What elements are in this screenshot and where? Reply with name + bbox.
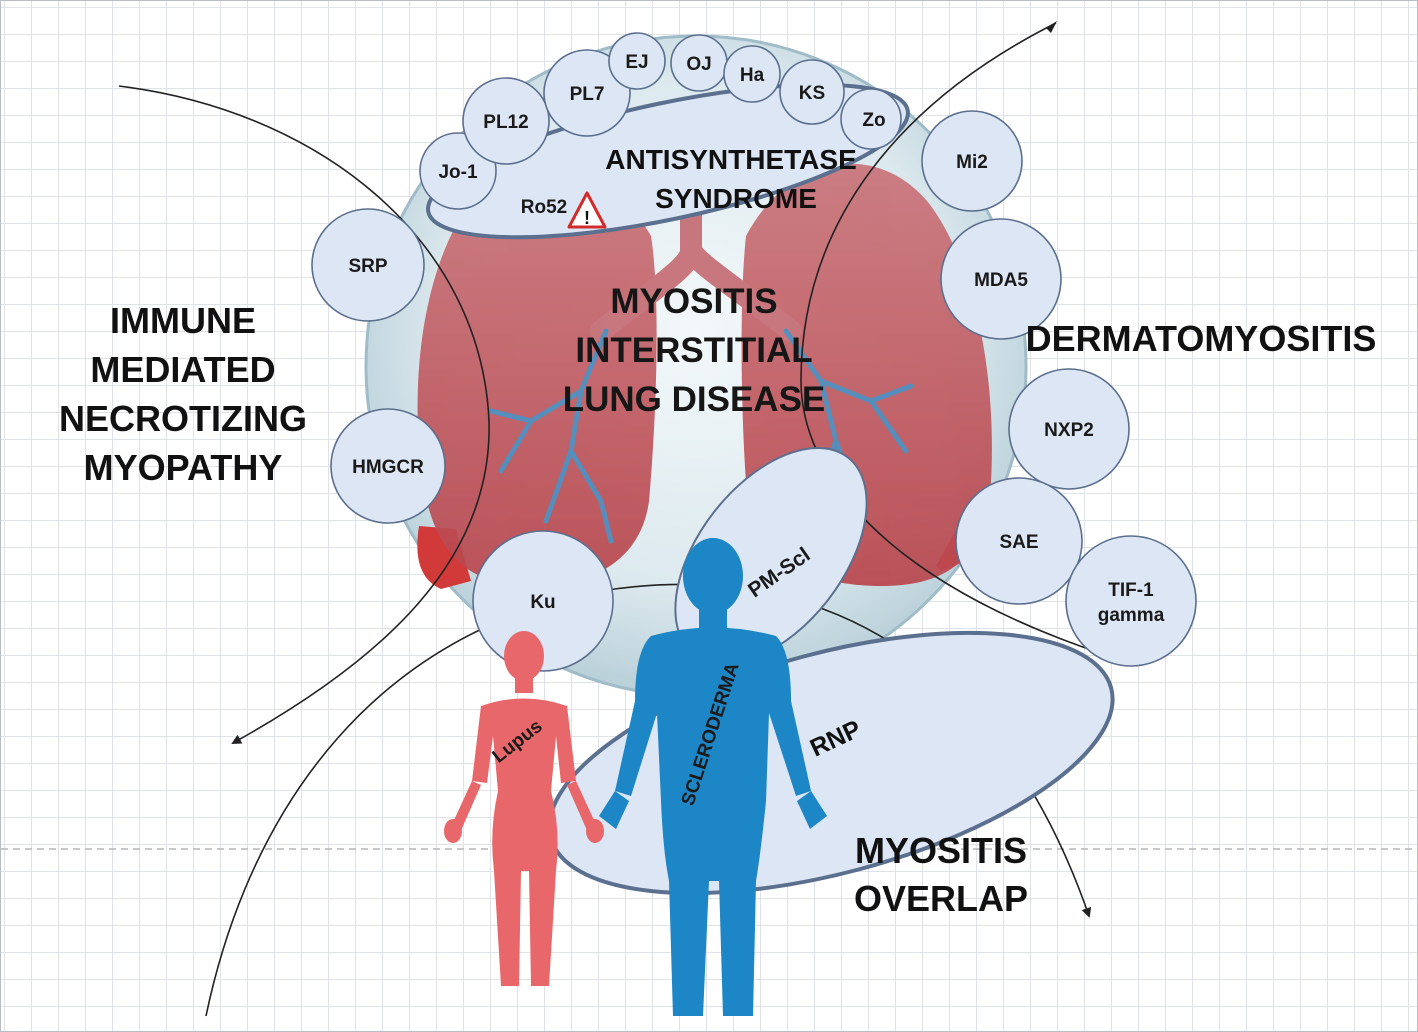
warning-glyph: ! — [584, 208, 590, 228]
label-jo1: Jo-1 — [438, 162, 478, 183]
imnm-line2: MEDIATED — [90, 349, 275, 390]
label-tif1-line1: TIF-1 — [1108, 580, 1154, 601]
label-zo: Zo — [862, 110, 885, 131]
label-srp: SRP — [348, 256, 387, 277]
label-ks: KS — [799, 83, 825, 104]
antibody-bubbles — [311, 32, 1197, 672]
center-title-line3: LUNG DISEASE — [563, 380, 826, 419]
center-title-line1: MYOSITIS — [610, 282, 777, 321]
label-oj: OJ — [686, 54, 711, 75]
imnm-line3: NECROTIZING — [59, 398, 307, 439]
label-sae: SAE — [999, 532, 1038, 553]
bubble-hmgcr — [330, 408, 446, 524]
overlap-line1: MYOSITIS — [855, 830, 1027, 871]
label-nxp2: NXP2 — [1044, 420, 1094, 441]
label-ha: Ha — [740, 65, 765, 86]
bubble-nxp2 — [1008, 368, 1130, 490]
bubble-tif1 — [1065, 535, 1197, 667]
bubble-pl7 — [543, 49, 631, 137]
label-ro52: Ro52 — [521, 197, 567, 218]
bubble-ks — [779, 59, 845, 125]
dermatomyositis-label: DERMATOMYOSITIS — [1026, 318, 1377, 359]
label-mi2: Mi2 — [956, 152, 988, 173]
label-tif1-line2: gamma — [1098, 605, 1165, 626]
scleroderma-figure — [599, 538, 827, 1016]
bubble-sae — [955, 477, 1083, 605]
imnm-line4: MYOPATHY — [84, 447, 283, 488]
bubble-mi2 — [921, 110, 1023, 212]
bubble-mda5 — [940, 218, 1062, 340]
warning-icon: ! — [567, 191, 607, 229]
bubble-srp — [311, 208, 425, 322]
bubble-ha — [723, 45, 781, 103]
lupus-figure — [444, 631, 604, 986]
overlap-line2: OVERLAP — [854, 878, 1028, 919]
arrow-head-top-right — [1046, 21, 1057, 33]
antisynthetase-line1: ANTISYNTHETASE — [605, 144, 857, 175]
label-hmgcr: HMGCR — [352, 457, 424, 478]
bubble-pl12 — [462, 77, 550, 165]
label-ku: Ku — [530, 592, 555, 613]
bubble-ku — [472, 530, 614, 672]
label-pl12: PL12 — [483, 112, 528, 133]
antisynthetase-line2: SYNDROME — [655, 183, 817, 214]
antisynthetase-ellipse — [426, 82, 910, 240]
bubble-ej — [608, 32, 666, 90]
label-pl7: PL7 — [570, 84, 605, 105]
label-ej: EJ — [625, 52, 648, 73]
center-title-line2: INTERSTITIAL — [575, 331, 812, 370]
imnm-line1: IMMUNE — [110, 300, 256, 341]
label-mda5: MDA5 — [974, 270, 1028, 291]
bubble-zo — [840, 88, 902, 150]
